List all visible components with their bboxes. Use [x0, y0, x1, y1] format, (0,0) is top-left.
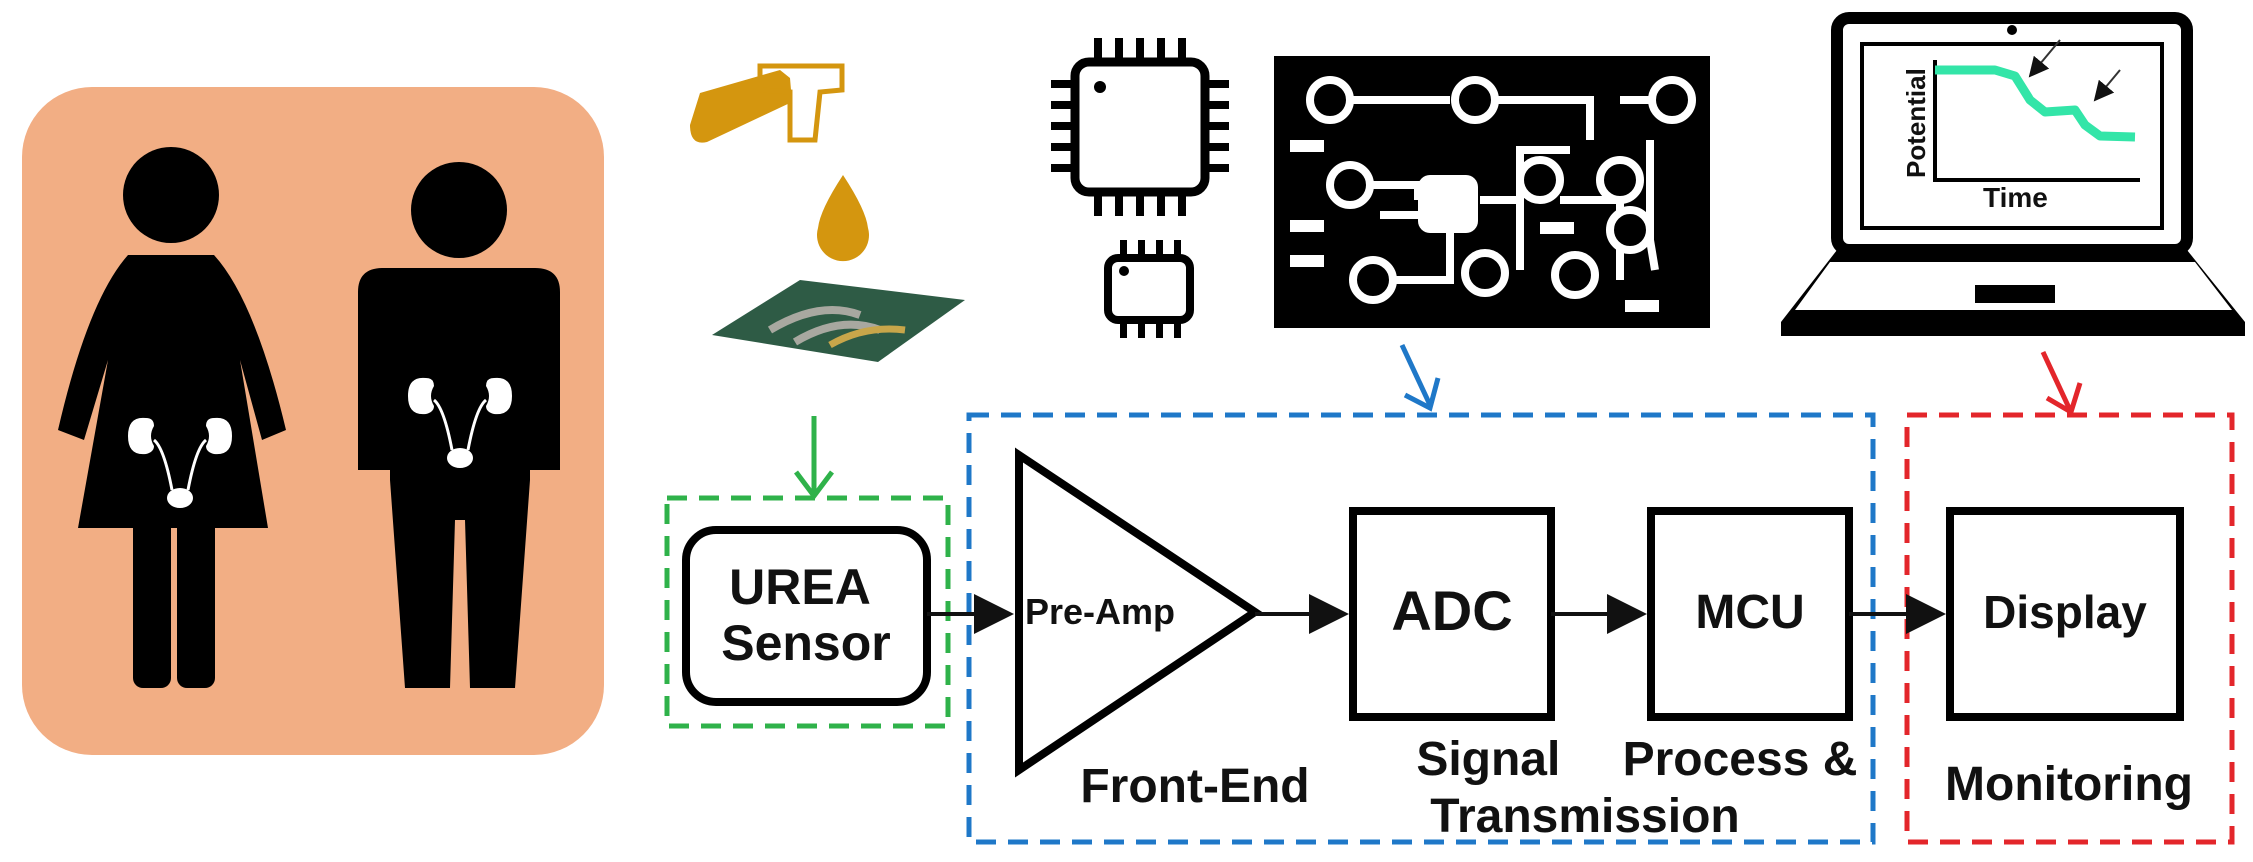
- laptop-chart-xlabel: Time: [1983, 182, 2048, 213]
- female-figure-icon: [58, 147, 286, 688]
- pre-amp-triangle: [1015, 447, 1263, 778]
- microchip-icon: [1104, 240, 1194, 338]
- monitoring-label: Monitoring: [1945, 758, 2193, 811]
- adc-label: ADC: [1391, 579, 1512, 642]
- pcb-icon: [1274, 56, 1710, 328]
- green-arrow: [794, 416, 834, 501]
- annotation-arrow: [2028, 39, 2061, 78]
- laptop-icon: [1781, 12, 2245, 336]
- sensor-strip-icon: [712, 280, 965, 362]
- process-label: Process &: [1623, 733, 1858, 786]
- mcu-label: MCU: [1695, 586, 1804, 639]
- microchip-icon: [1051, 38, 1229, 216]
- urea-sensor-label-line2: Sensor: [721, 615, 891, 671]
- signal-label-line2: Transmission: [1430, 790, 1739, 843]
- test-tube-icon: [690, 63, 845, 143]
- front-end-label: Front-End: [1080, 760, 1309, 813]
- display-label: Display: [1983, 586, 2147, 638]
- signal-trace: [1935, 65, 2136, 142]
- laptop-chart: Potential Time: [1901, 39, 2140, 213]
- annotation-arrow: [2093, 69, 2121, 102]
- red-arrow: [2040, 350, 2083, 416]
- urea-sensor-label-line1: UREA: [729, 559, 870, 615]
- signal-transmission-label: Signal Transmission: [1416, 733, 1739, 843]
- adc-block: [1349, 507, 1555, 721]
- display-block: [1946, 507, 2184, 721]
- pre-amp-label: Pre-Amp: [1025, 591, 1175, 632]
- urea-sensor-label: UREA Sensor: [721, 559, 891, 671]
- front-end-group-box: [966, 412, 1876, 845]
- droplet-icon: [817, 175, 869, 262]
- mcu-block: [1647, 507, 1853, 721]
- chart-axes: [1933, 60, 2140, 182]
- male-figure-icon: [358, 162, 560, 688]
- blue-arrow: [1399, 343, 1441, 412]
- signal-label-line1: Signal: [1416, 733, 1560, 786]
- laptop-chart-ylabel: Potential: [1901, 68, 1931, 178]
